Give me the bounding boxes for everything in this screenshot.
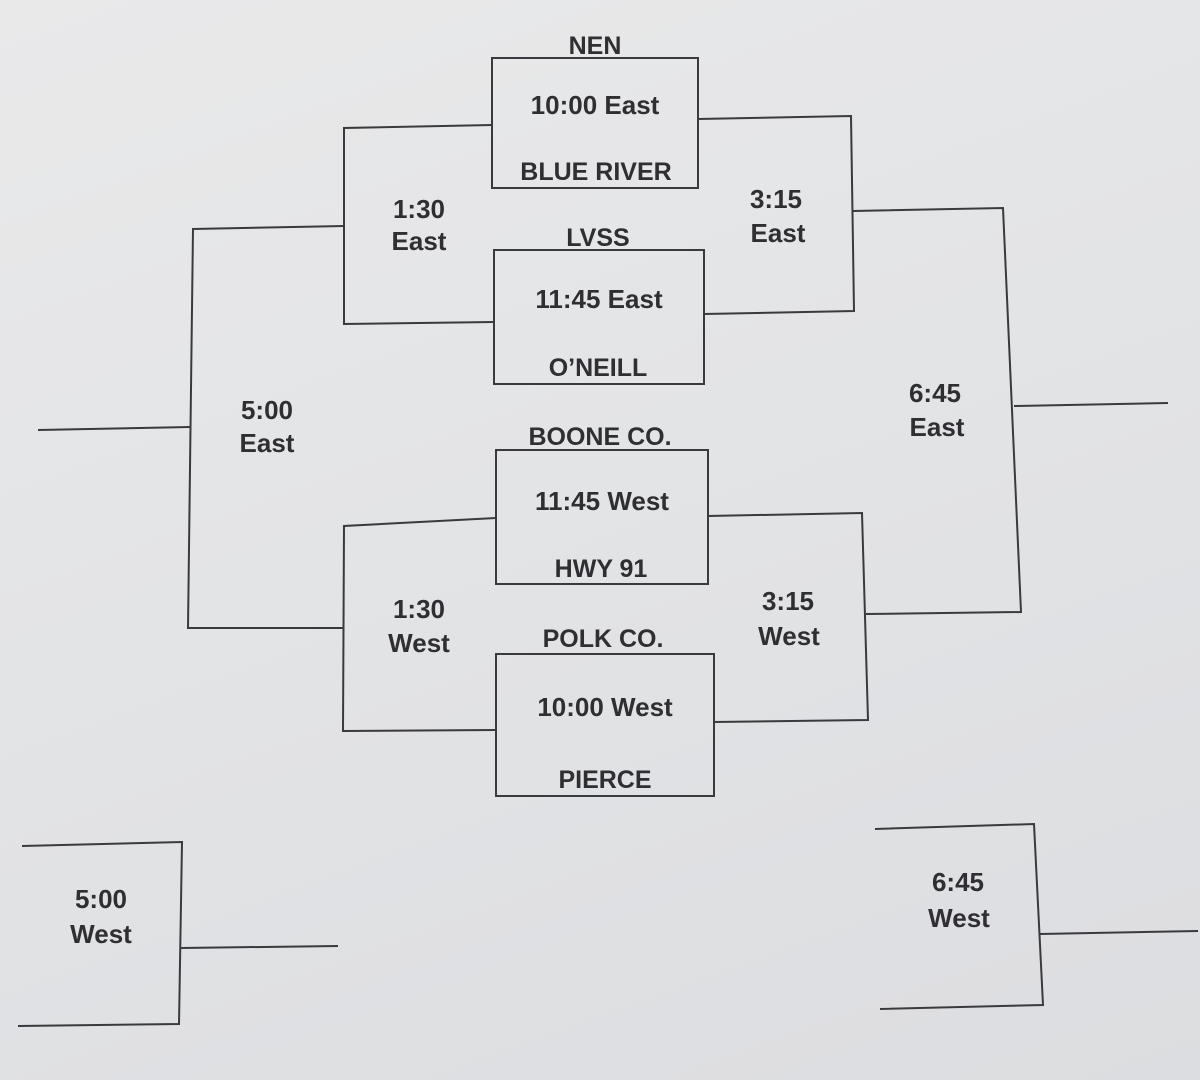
consolation-left-time: 5:00 <box>75 884 127 914</box>
game-1-bottom-team: BLUE RIVER <box>520 158 671 186</box>
game-4-top-team: POLK CO. <box>543 625 664 653</box>
right-final-court: East <box>910 412 965 442</box>
left-semi-bottom-court: West <box>388 628 450 658</box>
left-semi-top-bracket-line <box>343 124 495 326</box>
game-4-time: 10:00 West <box>537 692 673 722</box>
left-final-bracket-line <box>186 225 345 629</box>
left-final-time: 5:00 <box>241 395 293 425</box>
right-final-winner-line <box>1013 402 1169 407</box>
consolation-left-court: West <box>70 919 132 949</box>
game-1-time: 10:00 East <box>531 90 660 120</box>
first-round-game-3: BOONE CO. 11:45 West HWY 91 <box>495 423 709 585</box>
game-3-box <box>495 449 709 585</box>
right-semi-top-time: 3:15 <box>750 184 802 214</box>
first-round-game-1: NEN 10:00 East BLUE RIVER <box>491 32 699 189</box>
right-semi-bottom-court: West <box>758 621 820 651</box>
right-final-time: 6:45 <box>909 378 961 408</box>
game-1-box <box>491 57 699 189</box>
consolation-left-bracket-line <box>17 840 184 1027</box>
game-4-box <box>495 653 715 797</box>
consolation-right-bracket-line <box>874 822 1045 1010</box>
consolation-right-court: West <box>928 903 990 933</box>
consolation-right-time: 6:45 <box>932 867 984 897</box>
right-semi-bottom-time: 3:15 <box>762 586 814 616</box>
game-2-time: 11:45 East <box>535 284 663 314</box>
right-final-bracket-line <box>852 206 1023 615</box>
left-semi-top-court: East <box>392 226 447 256</box>
left-semi-bottom-time: 1:30 <box>393 594 445 624</box>
game-2-top-team: LVSS <box>566 224 629 252</box>
game-4-bottom-team: PIERCE <box>558 766 651 794</box>
first-round-game-2: LVSS 11:45 East O’NEILL <box>493 224 705 385</box>
game-1-top-team: NEN <box>569 32 622 60</box>
right-semi-top-court: East <box>751 218 806 248</box>
game-3-bottom-team: HWY 91 <box>555 555 648 583</box>
game-3-top-team: BOONE CO. <box>528 423 671 451</box>
game-2-bottom-team: O’NEILL <box>549 354 648 382</box>
left-final-court: East <box>240 428 295 458</box>
game-2-box <box>493 249 705 385</box>
right-semi-bottom-bracket-line <box>707 511 870 723</box>
left-semi-top-time: 1:30 <box>393 194 445 224</box>
left-final-winner-line <box>37 426 191 431</box>
consolation-left-winner-line <box>180 945 339 949</box>
consolation-right-winner-line <box>1039 930 1199 935</box>
game-3-time: 11:45 West <box>535 486 669 516</box>
left-semi-bottom-bracket-line <box>341 517 497 733</box>
first-round-game-4: POLK CO. 10:00 West PIERCE <box>495 625 715 797</box>
right-semi-top-bracket-line <box>697 114 856 315</box>
